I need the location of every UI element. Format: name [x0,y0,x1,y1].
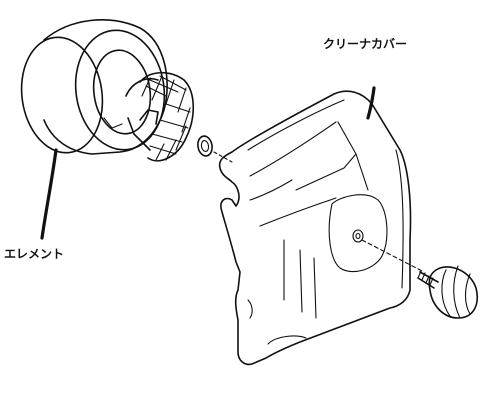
element-label: エレメント [4,247,65,261]
cleaner-cover-label: クリーナカバー [323,37,408,51]
element-leader-line [40,148,58,240]
knurled-sleeve-part [125,71,195,162]
cleaner-cover-part [218,90,412,366]
element-part [20,19,168,155]
cover-leader-line [366,86,376,120]
washer-part [197,135,213,157]
knob-screw-part [417,265,478,319]
